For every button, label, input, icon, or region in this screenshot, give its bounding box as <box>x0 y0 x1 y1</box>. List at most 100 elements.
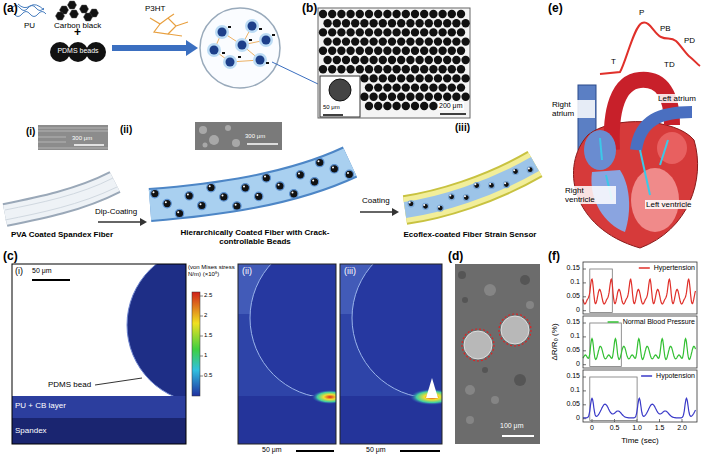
carbon-black-particle <box>84 13 93 21</box>
axis-tick: 0.05 <box>566 292 580 300</box>
scale-label: 300 μm <box>245 133 265 140</box>
bead-image <box>379 19 387 27</box>
bead-image <box>464 316 529 359</box>
axis-tick: 0.15 <box>566 372 580 380</box>
legend-text: Hypotension <box>655 372 696 380</box>
sem-texture <box>199 125 240 148</box>
fiber-bead <box>235 204 237 206</box>
subpanel-label: (i) <box>15 266 23 276</box>
coated-bead <box>210 46 219 55</box>
panel-letter: (d) <box>448 250 463 264</box>
bead-image <box>388 56 396 64</box>
coated-bead <box>256 56 265 65</box>
scale-bar <box>74 144 104 146</box>
bead-image <box>360 93 368 101</box>
fiber-bead <box>151 189 159 197</box>
bead-image <box>337 65 345 73</box>
bead-image <box>448 47 456 55</box>
bead-image <box>360 74 368 82</box>
bead-image <box>388 93 396 101</box>
stress-map <box>340 264 442 444</box>
colorbar-tick: 2.5 <box>204 292 212 299</box>
bead-image <box>420 47 428 55</box>
fiber-bead <box>345 170 353 178</box>
bead-image <box>434 37 442 45</box>
bead-image <box>365 83 373 91</box>
heart-illustration <box>640 150 650 195</box>
process-arrow <box>98 221 140 223</box>
axis-title: ΔR/R₀ (%) <box>550 323 559 360</box>
bead-image <box>397 37 405 45</box>
subpanel-label: (iii) <box>344 266 356 276</box>
bead-image <box>420 83 428 91</box>
fiber-bead <box>474 183 480 189</box>
axis-tick-mark <box>583 269 586 270</box>
leader-line <box>95 378 142 385</box>
fiber-bead <box>423 203 429 209</box>
bead-image <box>457 47 465 55</box>
bead-image <box>374 83 382 91</box>
fiber-bead <box>198 201 206 209</box>
sem-texture <box>484 284 496 296</box>
bead-image <box>328 28 336 36</box>
colorbar-tick: 0.5 <box>204 372 212 379</box>
axis-tick-mark <box>583 336 586 337</box>
coated-bead <box>207 43 221 57</box>
axis-tick: 0.1 <box>570 278 580 286</box>
bead-image <box>328 65 336 73</box>
scale-label: 300 μm <box>72 135 92 142</box>
bead-image <box>360 37 368 45</box>
bead-image <box>461 93 469 101</box>
stress-map-frame <box>340 264 442 444</box>
colorbar-tick <box>200 336 203 337</box>
stress-map <box>352 264 442 398</box>
bead-image <box>443 56 451 64</box>
fiber-beads <box>151 158 534 217</box>
ecoflex-fiber <box>405 164 535 210</box>
legend-line-sample <box>608 321 619 323</box>
scale-label: 50 μm <box>366 446 386 454</box>
bead-image <box>346 65 354 73</box>
bead-image <box>392 102 400 110</box>
bead-image <box>434 19 442 27</box>
bead-image <box>337 28 345 36</box>
axis-tick-mark <box>583 377 586 378</box>
bead-image <box>402 10 410 18</box>
coated-bead <box>238 41 247 50</box>
fiber-bead <box>316 158 324 166</box>
panel-letter: (e) <box>548 2 563 16</box>
bead-image <box>411 10 419 18</box>
bead-image <box>379 93 387 101</box>
bead-image <box>406 93 414 101</box>
ecoflex-fiber <box>405 164 535 210</box>
coated-bead <box>223 55 237 69</box>
fiber-bead <box>347 172 349 174</box>
bead-image <box>461 74 469 82</box>
axis-title: Time (sec) <box>621 436 658 445</box>
bead-image <box>319 47 327 55</box>
bead-image <box>346 10 354 18</box>
pu-chains <box>14 12 46 17</box>
bead-image <box>415 37 423 45</box>
part-label: PU + CB layer <box>15 401 66 410</box>
fiber-bead <box>332 167 334 169</box>
bead-image <box>379 56 387 64</box>
sem-texture <box>209 135 219 145</box>
fiber-bead <box>177 211 179 213</box>
fiber-bead <box>318 160 320 162</box>
colorbar-tick <box>200 316 203 317</box>
bead-image <box>383 47 391 55</box>
fiber-bead <box>256 194 258 196</box>
axis-tick: 1.0 <box>632 424 642 432</box>
bead-image <box>438 65 446 73</box>
waveform-point-label: PD <box>684 36 695 45</box>
sem-texture <box>232 139 240 147</box>
zoom-line <box>272 62 318 84</box>
bead-image <box>392 10 400 18</box>
bead-image <box>351 56 359 64</box>
axis-tick: 0.15 <box>566 318 580 326</box>
fiber-label: PVA Coated Spandex Fiber <box>6 230 118 239</box>
bead-image <box>328 10 336 18</box>
part-label: PDMS bead <box>48 380 91 389</box>
bead-image <box>342 37 350 45</box>
